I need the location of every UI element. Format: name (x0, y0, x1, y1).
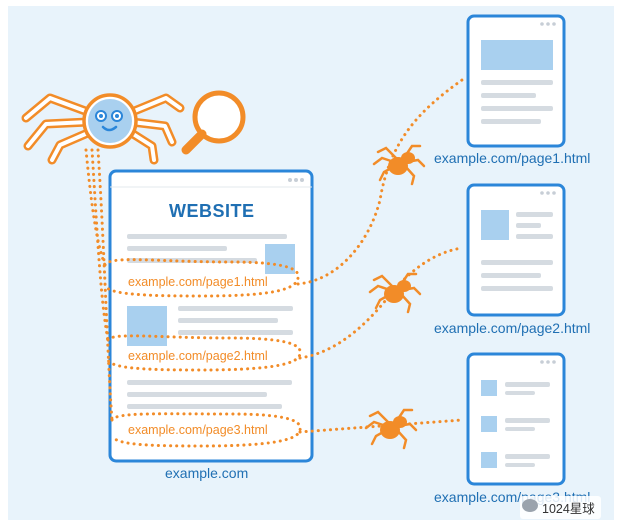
crawler-spider-icon (364, 408, 418, 450)
page2-url-label: example.com/page2.html (434, 320, 591, 336)
website-link-page3[interactable]: example.com/page3.html (128, 423, 268, 437)
magnifier-icon (181, 90, 246, 155)
wechat-icon (522, 499, 538, 512)
image-placeholder (265, 244, 295, 274)
crawler-spider-icon (372, 144, 426, 186)
website-link-page1[interactable]: example.com/page1.html (128, 275, 268, 289)
page3-window (466, 352, 566, 486)
page1-url-label: example.com/page1.html (434, 150, 591, 166)
website-title: WEBSITE (169, 201, 255, 221)
website-link-page2[interactable]: example.com/page2.html (128, 349, 268, 363)
website-domain-label: example.com (165, 465, 249, 481)
watermark: 1024星球 (520, 496, 601, 519)
spider-icon (21, 93, 185, 165)
crawler-spider-icon (368, 272, 422, 314)
website-window (108, 169, 314, 463)
crawl-paths (84, 78, 464, 448)
image-placeholder (127, 306, 167, 346)
page1-window (466, 14, 566, 148)
page2-window (466, 183, 566, 317)
